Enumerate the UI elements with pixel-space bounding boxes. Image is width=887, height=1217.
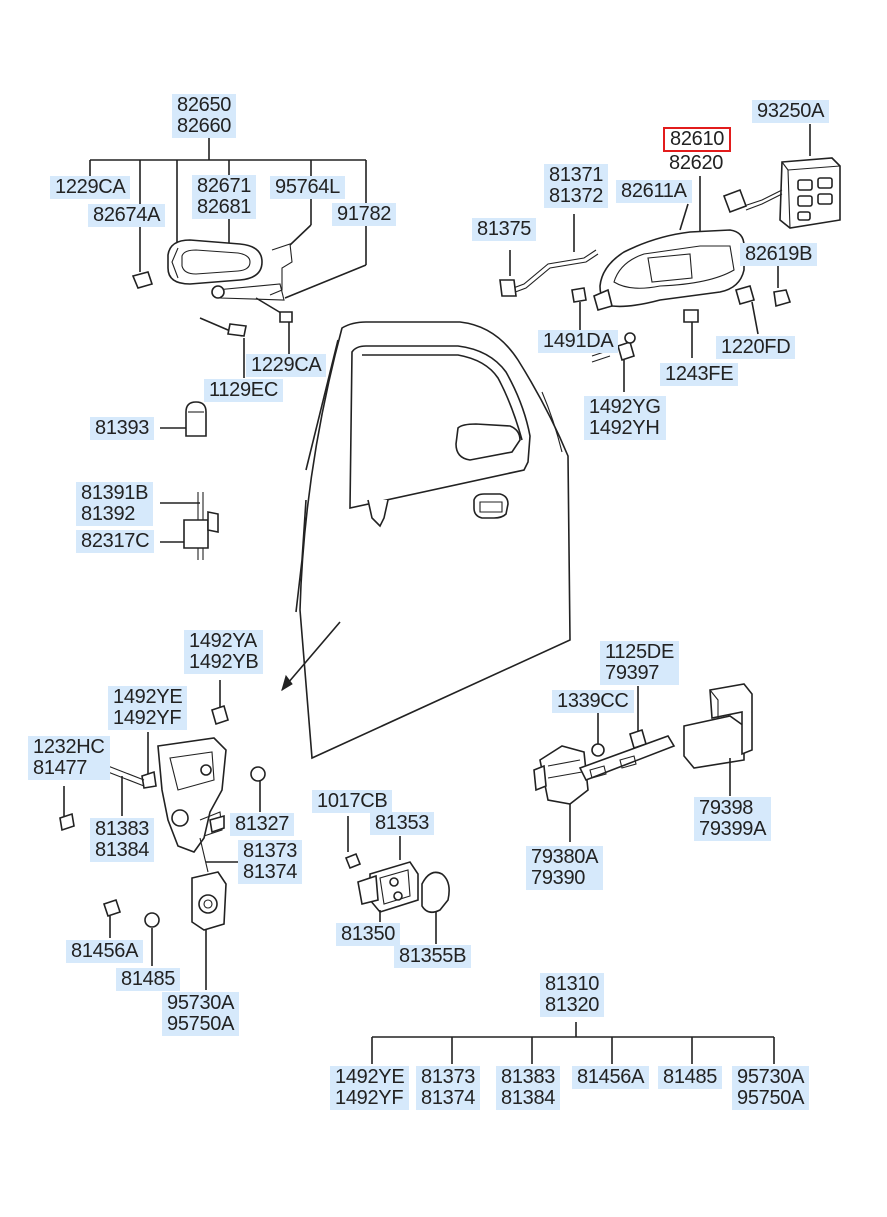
inside-handle-group: [499, 124, 841, 392]
label-1229ca-mid: 1229CA: [246, 354, 327, 377]
label-1220fd: 1220FD: [716, 336, 796, 359]
label-81371-81372: 81371 81372: [544, 164, 609, 208]
label-81391b-81392: 81391B 81392: [76, 482, 154, 526]
label-1017cb: 1017CB: [312, 790, 393, 813]
label-82317c: 82317C: [76, 530, 155, 553]
label-91782: 91782: [332, 203, 397, 226]
checker-group: [533, 683, 753, 842]
label-79398-79399a: 79398 79399A: [694, 797, 772, 841]
label-82610-highlighted[interactable]: 82610: [662, 127, 732, 152]
label-82671-82681: 82671 82681: [192, 175, 257, 219]
door-outline: [281, 321, 571, 760]
label-82674a: 82674A: [88, 204, 166, 227]
label-bottom-81485: 81485: [658, 1066, 723, 1089]
label-95730a-95750a: 95730A 95750A: [162, 992, 240, 1036]
label-1229ca-top: 1229CA: [50, 176, 131, 199]
label-81383-81384: 81383 81384: [90, 818, 155, 862]
label-82650-82660: 82650 82660: [172, 94, 237, 138]
label-81485: 81485: [116, 968, 181, 991]
latch-group: [59, 680, 266, 990]
label-81393: 81393: [90, 417, 155, 440]
bumper-81393: [160, 401, 207, 437]
label-bottom-81373-81374: 81373 81374: [416, 1066, 481, 1110]
label-81375: 81375: [472, 218, 537, 241]
label-95764l: 95764L: [270, 176, 345, 199]
label-1243fe: 1243FE: [660, 363, 739, 386]
striker-group: [344, 816, 450, 944]
label-82620: 82620: [664, 152, 729, 175]
label-bottom-1492ye-1492yf: 1492YE 1492YF: [330, 1066, 410, 1110]
label-81310-81320: 81310 81320: [540, 973, 605, 1017]
label-81350: 81350: [336, 923, 401, 946]
label-79380a-79390: 79380A 79390: [526, 846, 604, 890]
label-1125de-79397: 1125DE 79397: [600, 641, 679, 685]
label-1129ec: 1129EC: [204, 379, 283, 402]
label-81355b: 81355B: [394, 945, 472, 968]
label-81456a: 81456A: [66, 940, 144, 963]
label-bottom-81456a: 81456A: [572, 1066, 650, 1089]
label-1492ye-1492yf: 1492YE 1492YF: [108, 686, 188, 730]
label-93250a: 93250A: [752, 100, 830, 123]
label-81353: 81353: [370, 812, 435, 835]
label-bottom-81383-81384: 81383 81384: [496, 1066, 561, 1110]
label-81327: 81327: [230, 813, 295, 836]
rod-clip-81391b: [160, 492, 219, 560]
label-1339cc: 1339CC: [552, 690, 634, 713]
label-82611a: 82611A: [616, 180, 692, 203]
label-1492yg-1492yh: 1492YG 1492YH: [584, 396, 666, 440]
label-1492ya-1492yb: 1492YA 1492YB: [184, 630, 264, 674]
label-81373-81374: 81373 81374: [238, 840, 303, 884]
bottom-tree: [371, 1022, 775, 1064]
label-1491da: 1491DA: [538, 330, 619, 353]
outside-handle-group: [89, 136, 367, 378]
label-1232hc-81477: 1232HC 81477: [28, 736, 110, 780]
label-82619b: 82619B: [740, 243, 818, 266]
label-bottom-95730a-95750a: 95730A 95750A: [732, 1066, 810, 1110]
